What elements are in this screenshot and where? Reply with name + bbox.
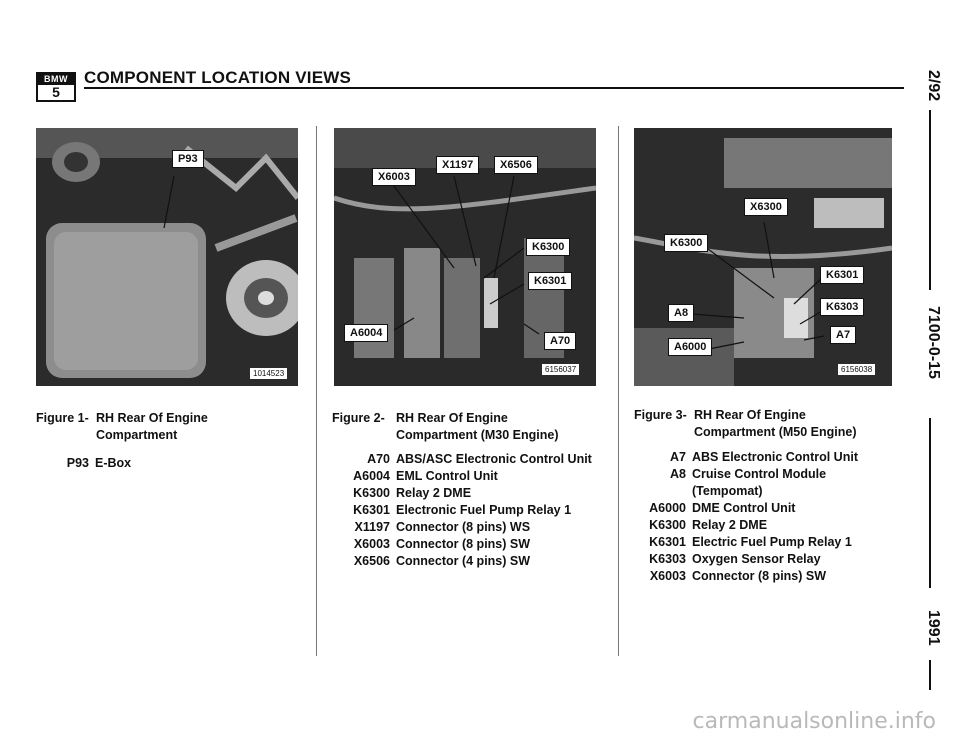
figure2-callout-x1197: X1197 (436, 156, 480, 174)
legend-code: A8 (670, 467, 686, 481)
figure2-caption: Figure 2- RH Rear Of Engine Compartment (… (332, 410, 612, 444)
figure1-photo-number: 1014523 (250, 368, 288, 379)
side-page-code: 7100-0-15 (925, 306, 942, 379)
side-year: 1991 (925, 610, 942, 646)
legend-row: P93 E-Box (36, 455, 306, 472)
figure1-caption-line1: RH Rear Of Engine (96, 411, 208, 425)
figure3-callout-k6303: K6303 (820, 298, 865, 316)
legend-desc: ABS Electronic Control Unit (692, 450, 858, 464)
figure2-caption-label: Figure 2- (332, 411, 385, 425)
legend-code: A7 (670, 450, 686, 464)
figure2-callout-a6004: A6004 (344, 324, 389, 342)
legend-row: A6004 EML Control Unit (332, 468, 612, 485)
figure3-caption-line2: Compartment (M50 Engine) (694, 425, 857, 439)
side-date: 2/92 (925, 70, 942, 102)
figure1-caption-line2: Compartment (96, 428, 178, 442)
figure2-photo: X6003 X1197 X6506 K6300 K6301 A6004 A70 … (334, 128, 596, 386)
figure2-callout-x6506: X6506 (494, 156, 538, 174)
figure3-photo: X6300 K6300 K6301 K6303 A8 A7 A6000 6156… (634, 128, 892, 386)
figure2-callout-k6300: K6300 (526, 238, 571, 256)
legend-desc: Electric Fuel Pump Relay 1 (692, 535, 852, 549)
logo-bottom-text: 5 (52, 84, 60, 100)
legend-row: X6003 Connector (8 pins) SW (332, 536, 612, 553)
legend-row: K6300 Relay 2 DME (332, 485, 612, 502)
legend-desc: Oxygen Sensor Relay (692, 552, 821, 566)
logo-top-text: BMW (38, 74, 74, 85)
figure1-callout-p93: P93 (172, 150, 204, 168)
legend-code: X6506 (353, 554, 390, 568)
legend-row: A6000 DME Control Unit (634, 500, 914, 517)
figure3-legend: A7 ABS Electronic Control Unit A8 Cruise C… (634, 449, 914, 585)
figure3-callout-k6301: K6301 (820, 266, 865, 284)
figure3-caption: Figure 3- RH Rear Of Engine Compartment (… (634, 407, 914, 441)
legend-row: K6300 Relay 2 DME (634, 517, 914, 534)
legend-row: A70 ABS/ASC Electronic Control Unit (332, 451, 612, 468)
legend-code: X6003 (649, 569, 686, 583)
legend-desc: DME Control Unit (692, 501, 796, 515)
legend-code: P93 (66, 456, 89, 470)
figure3-callout-a8: A8 (668, 304, 695, 322)
legend-code: K6303 (649, 552, 686, 566)
header-rule (84, 87, 904, 89)
figure3-caption-line1: RH Rear Of Engine (694, 408, 806, 422)
figure3-callout-a7: A7 (830, 326, 857, 344)
figure3-callout-k6300: K6300 (664, 234, 709, 252)
figure1-caption: Figure 1- RH Rear Of Engine Compartment (36, 410, 306, 444)
legend-code: K6300 (353, 486, 390, 500)
figure2-photo-number: 6156037 (542, 364, 580, 375)
figure1-photo: P93 1014523 (36, 128, 298, 386)
legend-code: X1197 (354, 520, 390, 534)
legend-desc: Connector (8 pins) WS (396, 520, 531, 534)
legend-row: A7 ABS Electronic Control Unit (634, 449, 914, 466)
column-divider-2 (618, 126, 619, 656)
legend-desc: (Tempomat) (692, 484, 763, 498)
legend-row: (Tempomat) (634, 483, 914, 500)
figure2-caption-line1: RH Rear Of Engine (396, 411, 508, 425)
figure2-legend: A70 ABS/ASC Electronic Control Unit A6004… (332, 451, 612, 570)
figure2-caption-line2: Compartment (M30 Engine) (396, 428, 559, 442)
legend-desc: ABS/ASC Electronic Control Unit (396, 452, 592, 466)
legend-code: A6000 (649, 501, 686, 515)
page-title: COMPONENT LOCATION VIEWS (84, 68, 352, 87)
legend-row: K6301 Electronic Fuel Pump Relay 1 (332, 502, 612, 519)
legend-code: K6301 (649, 535, 686, 549)
legend-row: K6303 Oxygen Sensor Relay (634, 551, 914, 568)
legend-desc: Connector (8 pins) SW (396, 537, 531, 551)
watermark: carmanualsonline.info (692, 709, 936, 734)
figure3-callout-a6000: A6000 (668, 338, 713, 356)
legend-code (634, 483, 692, 500)
legend-desc: Cruise Control Module (692, 467, 827, 481)
legend-code: A6004 (353, 469, 390, 483)
legend-code: K6300 (649, 518, 686, 532)
figure3-caption-label: Figure 3- (634, 408, 687, 422)
figure2-callout-x6003: X6003 (372, 168, 416, 186)
legend-code: A70 (367, 452, 390, 466)
side-rule-1 (929, 110, 931, 290)
legend-code: X6003 (353, 537, 390, 551)
legend-code: K6301 (353, 503, 390, 517)
figure1-photo-art (36, 128, 298, 386)
figure3-callout-x6300: X6300 (744, 198, 788, 216)
legend-row: K6301 Electric Fuel Pump Relay 1 (634, 534, 914, 551)
figure2-callout-a70: A70 (544, 332, 577, 350)
legend-desc: Connector (4 pins) SW (396, 554, 531, 568)
legend-desc: Electronic Fuel Pump Relay 1 (396, 503, 572, 517)
legend-desc: EML Control Unit (396, 469, 498, 483)
legend-desc: Relay 2 DME (396, 486, 472, 500)
legend-row: A8 Cruise Control Module (634, 466, 914, 483)
column-divider-1 (316, 126, 317, 656)
figure3-photo-number: 6156038 (838, 364, 876, 375)
side-rule-2 (929, 418, 931, 588)
legend-row: X1197 Connector (8 pins) WS (332, 519, 612, 536)
legend-desc: Relay 2 DME (692, 518, 768, 532)
figure1-legend: P93 E-Box (36, 455, 306, 472)
figure2-callout-k6301: K6301 (528, 272, 573, 290)
legend-desc: E-Box (95, 456, 132, 470)
figure1-caption-label: Figure 1- (36, 411, 89, 425)
legend-row: X6003 Connector (8 pins) SW (634, 568, 914, 585)
bmw-5-logo: BMW 5 (36, 72, 76, 102)
legend-desc: Connector (8 pins) SW (692, 569, 827, 583)
legend-row: X6506 Connector (4 pins) SW (332, 553, 612, 570)
side-rule-3 (929, 660, 931, 690)
